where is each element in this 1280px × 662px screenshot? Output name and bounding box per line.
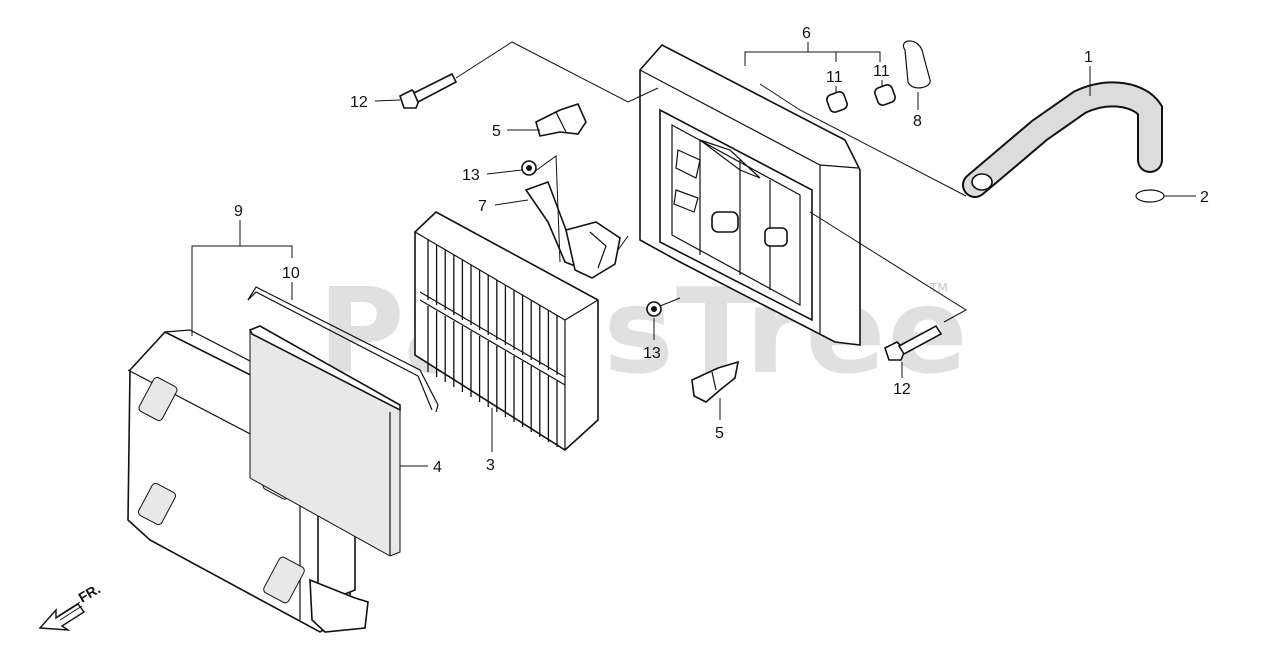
rubber-seal[interactable] [247,286,439,413]
foam-element[interactable] [248,325,401,557]
callout-10: 10 [282,265,300,282]
callout-1: 1 [1084,49,1093,66]
callout-4: 4 [433,459,442,476]
callout-5-lower: 5 [715,425,724,442]
flange-nut-lower[interactable] [646,301,662,317]
callout-12-upper: 12 [350,94,368,111]
callout-2: 2 [1200,189,1209,206]
leader-lines [191,41,1196,467]
tube-clip[interactable] [1135,189,1165,203]
callout-8: 8 [913,113,922,130]
collar-right[interactable] [873,83,896,106]
watermark-trademark: TM [929,281,948,295]
seal-ring[interactable] [902,40,931,89]
bracket[interactable] [524,180,621,279]
callouts: 1 2 3 4 5 5 6 7 8 9 10 11 11 12 12 13 13 [234,25,1209,476]
callout-9: 9 [234,203,243,220]
collar-left[interactable] [825,90,848,113]
breather-tube[interactable] [962,81,1163,198]
callout-3: 3 [486,457,495,474]
bolt-lower[interactable] [884,324,943,361]
bolt-upper[interactable] [399,72,458,109]
clip-upper[interactable] [535,103,587,137]
air-filter-element[interactable] [414,211,599,452]
arrow-icon [38,601,86,631]
callout-11-left: 11 [826,69,843,86]
callout-11-right: 11 [873,63,890,80]
filter-pleats [427,240,558,447]
callout-6: 6 [802,25,811,42]
callout-5-upper: 5 [492,123,501,140]
clip-lower[interactable] [691,360,740,403]
callout-7: 7 [478,198,487,215]
front-direction-arrow: FR. [38,580,103,631]
callout-13-upper: 13 [462,167,480,184]
air-cleaner-case[interactable] [639,44,861,346]
callout-12-lower: 12 [893,381,911,398]
callout-13-lower: 13 [643,345,661,362]
flange-nut-upper[interactable] [521,160,537,176]
